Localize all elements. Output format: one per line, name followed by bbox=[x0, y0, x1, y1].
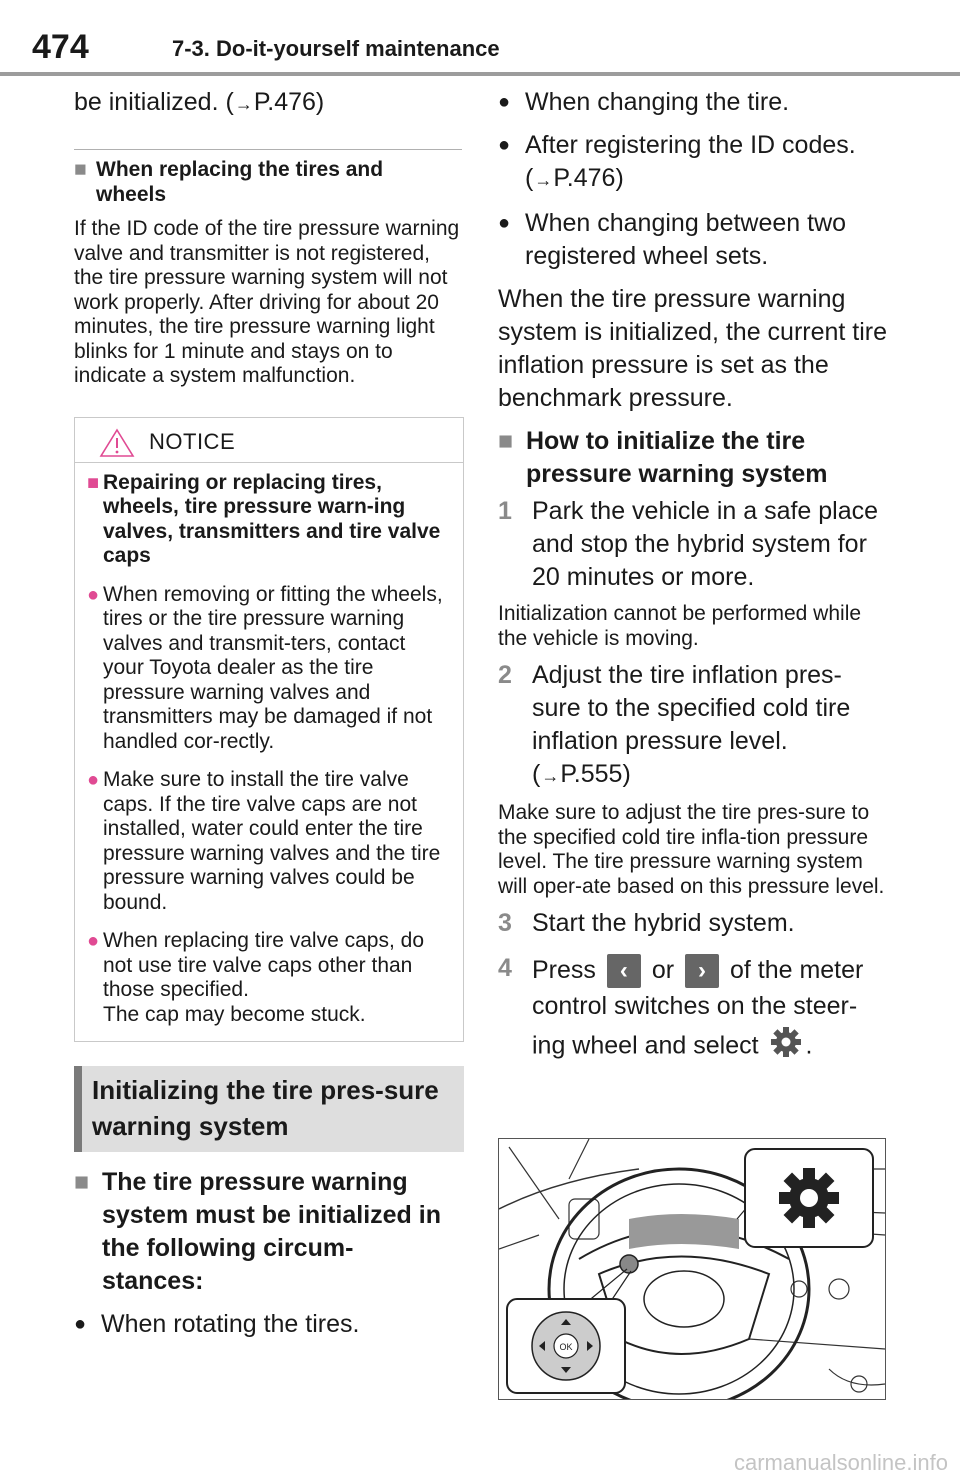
arrow-right-icon: → bbox=[541, 766, 560, 786]
header-rule bbox=[0, 72, 960, 76]
bullet-item: ● When changing the tire. bbox=[498, 86, 888, 119]
section-title: 7-3. Do-it-yourself maintenance bbox=[172, 36, 500, 61]
notice-item: ● Make sure to install the tire valve ca… bbox=[87, 768, 441, 914]
replacing-heading: ■ When replacing the tires and wheels bbox=[74, 158, 384, 206]
page-ref-link[interactable]: P.555) bbox=[560, 760, 631, 788]
subsection-rule bbox=[74, 149, 462, 150]
right-column: ● When changing the tire. ● After regist… bbox=[498, 84, 888, 1070]
bullet-icon: ● bbox=[74, 1313, 87, 1335]
notice-heading: ■ Repairing or replacing tires, wheels, … bbox=[87, 470, 441, 568]
circle-bullet-icon: ● bbox=[87, 583, 100, 606]
notice-header: NOTICE bbox=[75, 418, 463, 463]
step-4: 4 Press ‹ or › of the meter control swit… bbox=[498, 952, 888, 1070]
bullet-item: ● After registering the ID codes. (→P.47… bbox=[498, 131, 856, 192]
section-heading-box: Initializing the tire pres-sure warning … bbox=[74, 1066, 464, 1152]
notice-body: ■ Repairing or replacing tires, wheels, … bbox=[75, 463, 463, 1042]
arrow-right-icon: → bbox=[534, 170, 553, 190]
warning-triangle-icon bbox=[99, 427, 135, 463]
notice-label: NOTICE bbox=[149, 428, 236, 454]
arrow-right-icon: → bbox=[234, 94, 253, 114]
circle-bullet-icon: ● bbox=[87, 930, 100, 952]
bullet-icon: ● bbox=[498, 212, 511, 234]
left-column: be initialized. (→P.476) ■ When replacin… bbox=[74, 84, 464, 1341]
bullet-item: ● When rotating the tires. bbox=[74, 1308, 464, 1341]
replacing-body: If the ID code of the tire pressure warn… bbox=[74, 217, 460, 387]
notice-item: ● When removing or fitting the wheels, t… bbox=[87, 582, 443, 753]
step-1: 1 Park the vehicle in a safe place and s… bbox=[498, 497, 879, 591]
step-3: 3 Start the hybrid system. bbox=[498, 909, 795, 937]
step-1-note: Initialization cannot be performed while… bbox=[498, 602, 862, 650]
benchmark-text: When the tire pressure warning system is… bbox=[498, 285, 888, 412]
left-arrow-key-icon: ‹ bbox=[606, 954, 641, 989]
section-heading: Initializing the tire pres-sure warning … bbox=[92, 1075, 439, 1141]
bullet-item: ● When changing between two registered w… bbox=[498, 209, 847, 270]
bullet-icon: ● bbox=[498, 134, 511, 156]
settings-gear-icon bbox=[768, 1024, 804, 1070]
howto-heading: ■ How to initialize the tire pressure wa… bbox=[498, 427, 828, 488]
square-bullet-icon: ■ bbox=[87, 471, 100, 494]
continuation-text: be initialized. (→P.476) bbox=[74, 88, 325, 116]
step-2: 2 Adjust the tire inflation pres-sure to… bbox=[498, 661, 851, 788]
square-bullet-icon: ■ bbox=[74, 1168, 90, 1196]
page-ref-link[interactable]: P.476) bbox=[553, 164, 624, 192]
circle-bullet-icon: ● bbox=[87, 769, 100, 791]
watermark: carmanualsonline.info bbox=[733, 1450, 948, 1475]
circumstances-heading: ■ The tire pressure warning system must … bbox=[74, 1168, 441, 1295]
notice-item: ● When replacing tire valve caps, do not… bbox=[87, 929, 424, 1026]
step-2-note: Make sure to adjust the tire pres-sure t… bbox=[498, 801, 885, 898]
steering-wheel-illustration: OK bbox=[498, 1138, 886, 1400]
right-arrow-key-icon: › bbox=[685, 954, 719, 989]
bullet-icon: ● bbox=[498, 91, 511, 113]
page-ref-link[interactable]: P.476) bbox=[253, 88, 325, 116]
notice-box: NOTICE ■ Repairing or replacing tires, w… bbox=[74, 416, 464, 1042]
square-bullet-icon: ■ bbox=[74, 158, 87, 181]
square-bullet-icon: ■ bbox=[498, 427, 514, 455]
page-number: 474 bbox=[32, 28, 89, 66]
ok-button-label: OK bbox=[559, 1342, 572, 1352]
